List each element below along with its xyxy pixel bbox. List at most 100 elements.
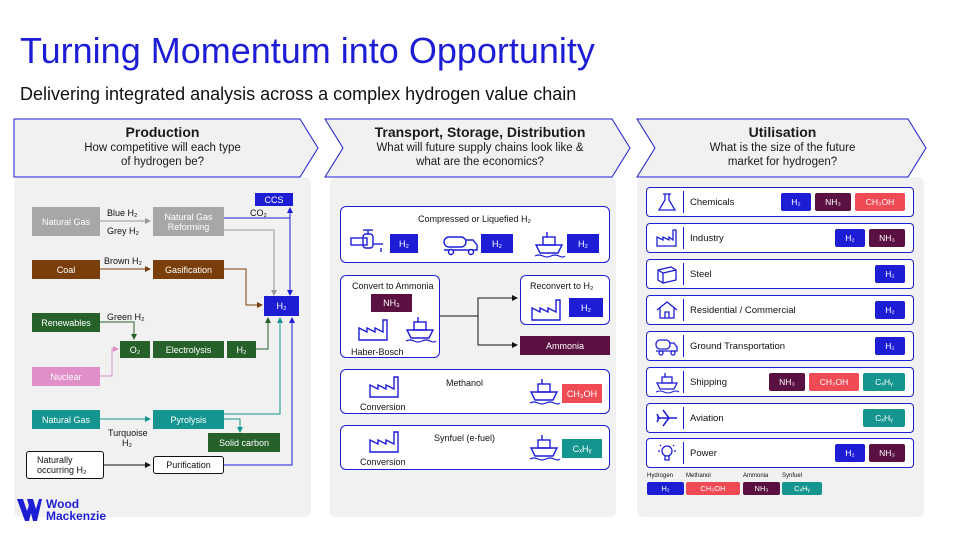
co2-label: CO₂: [250, 208, 267, 218]
ship-h2-tag: H₂: [567, 234, 599, 253]
use-label: Power: [690, 448, 717, 459]
grey-h2-label: Grey H₂: [107, 226, 139, 236]
legend-swatch: CH₃OH: [686, 482, 740, 495]
column-title: Transport, Storage, Distribution: [374, 124, 586, 140]
nh3-tag: NH₃: [371, 294, 412, 312]
brown-h2-label: Brown H₂: [104, 256, 143, 266]
natural-gas-box: Natural Gas: [32, 207, 100, 236]
nuclear-box: Nuclear: [32, 367, 100, 386]
factory-icon: [656, 229, 677, 247]
row-divider: [683, 227, 684, 249]
use-label: Residential / Commercial: [690, 305, 796, 316]
haber-bosch-label: Haber-Bosch: [351, 347, 404, 357]
ship-icon: [655, 373, 680, 394]
tanker-truck-icon: [443, 236, 478, 256]
h2-hub-box: H₂: [264, 296, 299, 316]
wood-mackenzie-logo-icon: [17, 499, 42, 521]
renewables-box: Renewables: [32, 313, 100, 332]
fuel-tag: H₂: [835, 444, 865, 462]
use-label: Aviation: [690, 413, 724, 424]
legend-swatch: CₓHᵧ: [782, 482, 822, 495]
methanol-label: Methanol: [446, 378, 484, 388]
natural-gas-2-box: Natural Gas: [32, 410, 100, 429]
conversion-label: Conversion: [360, 402, 406, 412]
fuel-tag: CH₃OH: [809, 373, 859, 391]
factory-icon: [369, 376, 399, 398]
row-divider: [683, 299, 684, 321]
coal-box: Coal: [32, 260, 100, 279]
row-divider: [683, 335, 684, 357]
flask-icon: [657, 193, 677, 211]
green-h2-label: Green H₂: [107, 312, 145, 322]
use-label: Chemicals: [690, 197, 735, 208]
row-divider: [683, 442, 684, 464]
methanol-tag: CH₃OH: [562, 384, 602, 403]
ship-icon: [405, 317, 437, 343]
fuel-tag: H₂: [875, 301, 905, 319]
fuel-tag: H₂: [875, 265, 905, 283]
convert-ammonia-card: [340, 275, 440, 358]
ship-icon: [534, 232, 566, 258]
solid-carbon-box: Solid carbon: [208, 433, 280, 452]
legend-label: Synfuel: [782, 473, 803, 479]
legend-label: Methanol: [686, 473, 711, 479]
synfuel-tag: CₓHᵧ: [562, 439, 602, 458]
legend-label: Ammonia: [743, 473, 769, 479]
truck-icon: [655, 339, 678, 356]
logo-text-line1: Wood: [46, 497, 80, 511]
production-header: Production How competitive will each typ…: [20, 124, 305, 170]
factory-icon: [531, 299, 561, 321]
house-icon: [656, 301, 678, 319]
row-divider: [683, 191, 684, 213]
legend-swatch: H₂: [647, 482, 684, 495]
utilisation-header: Utilisation What is the size of the futu…: [655, 124, 910, 170]
fuel-tag: NH₃: [769, 373, 805, 391]
logo-text-line2: Mackenzie: [46, 509, 107, 523]
electrolysis-box: Electrolysis: [153, 341, 224, 358]
naturally-occurring-box: Naturally occurring H₂: [26, 451, 104, 479]
ccs-box: CCS: [255, 193, 293, 206]
fuel-tag: NH₃: [815, 193, 851, 211]
factory-icon: [369, 431, 399, 453]
factory-icon: [358, 319, 388, 341]
ship-icon: [529, 435, 561, 461]
fuel-tag: H₂: [781, 193, 811, 211]
o2-box: O₂: [120, 341, 150, 358]
transport-header: Transport, Storage, Distribution What wi…: [345, 124, 615, 170]
steel-beam-icon: [657, 266, 677, 284]
blue-h2-label: Blue H₂: [107, 208, 138, 218]
column-question: What is the size of the future market fo…: [709, 142, 856, 168]
ammonia-box: Ammonia: [520, 336, 610, 355]
column-question: How competitive will each type of hydrog…: [84, 142, 241, 168]
ship-icon: [529, 379, 561, 405]
compressed-label: Compressed or Liquefied H₂: [418, 214, 532, 224]
use-row: Residential / Commercial H₂: [646, 295, 914, 325]
truck-h2-tag: H₂: [481, 234, 513, 253]
airplane-icon: [656, 409, 677, 427]
column-title: Production: [125, 124, 200, 140]
lightbulb-icon: [658, 444, 676, 461]
turquoise-h2-label: Turquoise H₂: [108, 428, 148, 448]
reconvert-h2-tag: H₂: [569, 298, 603, 317]
methanol-card: [340, 369, 610, 414]
page-title: Turning Momentum into Opportunity: [20, 30, 595, 71]
column-title: Utilisation: [748, 124, 817, 140]
tank-pipe-icon: [350, 229, 383, 252]
row-divider: [683, 407, 684, 429]
electrolysis-h2-box: H₂: [227, 341, 256, 358]
fuel-tag: CH₃OH: [855, 193, 905, 211]
fuel-tag: H₂: [875, 337, 905, 355]
legend-label: Hydrogen: [647, 473, 674, 479]
gas-reforming-box: Natural Gas Reforming: [153, 207, 224, 236]
row-divider: [683, 263, 684, 285]
pyrolysis-box: Pyrolysis: [153, 410, 224, 429]
column-question: What will future supply chains look like…: [376, 142, 584, 168]
use-label: Industry: [690, 233, 724, 244]
fuel-tag: CₓHᵧ: [863, 409, 905, 427]
